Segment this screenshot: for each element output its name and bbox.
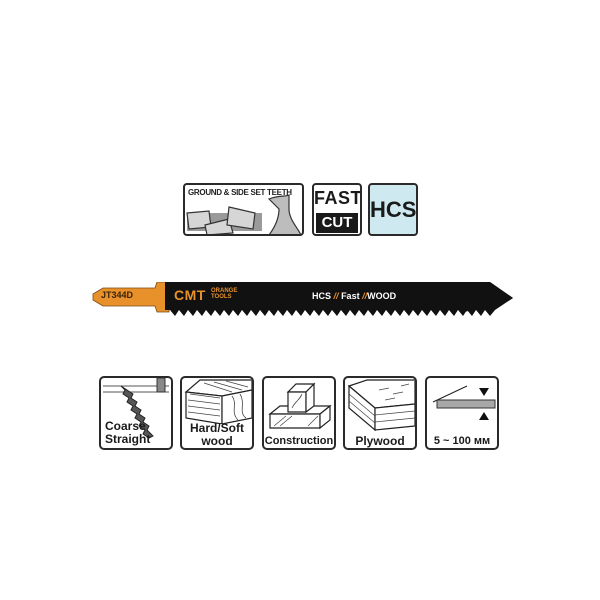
fast-cut-badge: FAST CUT (312, 183, 362, 236)
brand-sub-line1: ORANGE (211, 288, 238, 294)
construction-timber-icon (268, 382, 332, 430)
coarse-label: Coarse (105, 419, 146, 433)
brand-logo: CMT (174, 287, 206, 303)
plywood-label: Plywood (355, 434, 405, 448)
plywood-sheet-icon (347, 379, 415, 432)
straight-label: Straight (105, 432, 151, 446)
thickness-icon-box: 5 ~ 100 мм (425, 376, 499, 450)
spec-speed: Fast (341, 291, 360, 301)
spec-separator-2: // (362, 291, 368, 301)
spec-separator-1: // (333, 291, 339, 301)
model-code: JT344D (101, 290, 134, 300)
brand-sub-line2: TOOLS (211, 294, 232, 300)
thickness-label: 5 ~ 100 мм (433, 435, 491, 447)
hard-soft-wood-icon-box: Hard/Soft wood (180, 376, 254, 450)
coarse-straight-cut-icon (103, 378, 169, 439)
wood-label: wood (201, 434, 233, 448)
spec-material: HCS (312, 291, 332, 301)
construction-label: Construction (264, 435, 334, 447)
construction-icon-box: Construction (262, 376, 336, 450)
cut-label: CUT (316, 213, 358, 233)
plywood-icon-box: Plywood (343, 376, 417, 450)
jigsaw-blade-image (92, 282, 513, 316)
hcs-label: HCS (370, 197, 417, 222)
hcs-badge: HCS (368, 183, 418, 236)
cutting-thickness-icon (432, 385, 496, 420)
wood-plank-icon (184, 379, 252, 424)
hard-soft-label: Hard/Soft (190, 421, 244, 435)
teeth-set-icon (186, 194, 302, 234)
spec-application: WOOD (367, 291, 397, 301)
blade-spec-text: HCS // Fast //WOOD (312, 291, 396, 301)
fast-label: FAST (314, 188, 362, 208)
ground-side-set-teeth-badge: GROUND & SIDE SET TEETH (183, 183, 304, 236)
coarse-straight-icon-box: Coarse Straight (99, 376, 173, 450)
teeth-label: GROUND & SIDE SET TEETH (188, 188, 292, 197)
